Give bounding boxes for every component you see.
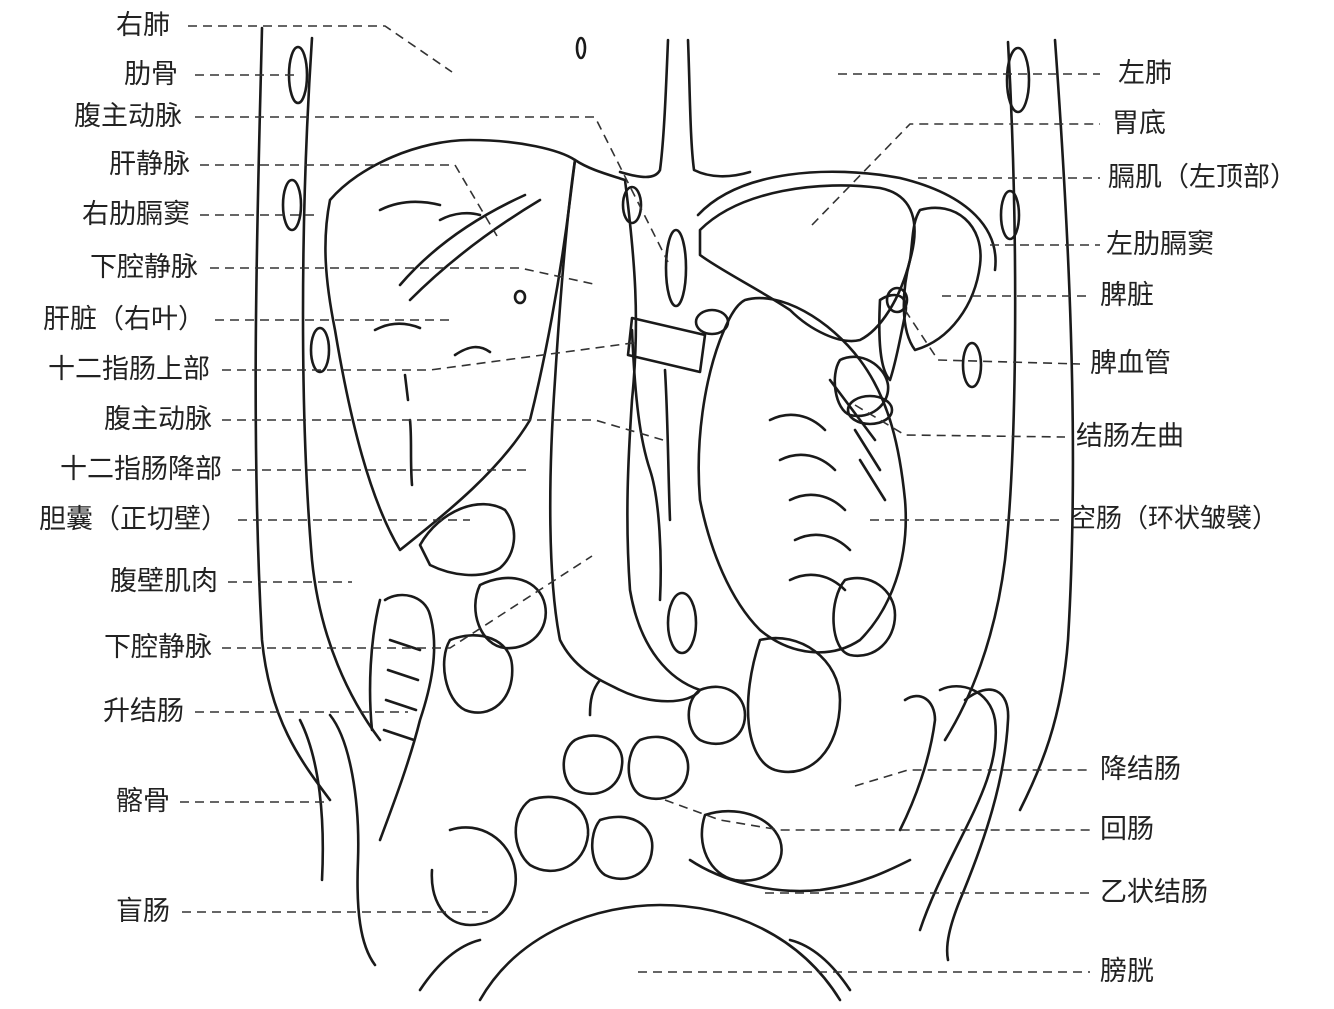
bowel-loop-7 (629, 737, 688, 799)
label-left-colic-flexure: 结肠左曲 (1076, 423, 1184, 450)
leader-inferior-vena-cava-upper (210, 268, 598, 285)
leader-right-lung (188, 26, 452, 72)
small-vessel-top (577, 38, 585, 58)
label-sigmoid-colon: 乙状结肠 (1100, 879, 1208, 906)
label-abdominal-aorta-upper: 腹主动脉 (30, 103, 182, 130)
aorta-trunk (632, 330, 670, 600)
leader-abdominal-aorta-upper (195, 117, 668, 262)
label-rib: 肋骨 (60, 61, 178, 88)
ivc-column (550, 160, 700, 701)
aorta-lower (668, 593, 696, 653)
label-duodenum-superior-part: 十二指肠上部 (4, 356, 210, 383)
label-diaphragm-left-dome: 膈肌（左顶部） (1108, 164, 1297, 191)
leader-descending-colon (855, 770, 1090, 786)
label-inferior-vena-cava-lower: 下腔静脉 (60, 634, 212, 661)
label-abdominal-aorta-lower: 腹主动脉 (40, 406, 212, 433)
ivc-lower-spur (590, 680, 600, 715)
cecum-region (432, 827, 516, 925)
mediastinum (620, 40, 750, 177)
label-gastric-fundus: 胃底 (1112, 110, 1166, 137)
label-gallbladder: 胆囊（正切壁） (4, 506, 228, 533)
descending-colon-inner (900, 696, 935, 830)
leader-duodenum-superior-part (222, 342, 640, 370)
label-ascending-colon: 升结肠 (60, 698, 184, 725)
rib-left-2 (1001, 191, 1019, 239)
aorta-small (623, 187, 641, 223)
label-liver-right-lobe: 肝脏（右叶） (10, 306, 205, 333)
liver-vessel-3 (380, 202, 440, 210)
rib-right-3 (311, 328, 329, 372)
label-ilium: 髂骨 (60, 788, 170, 815)
label-abdominal-wall-muscle: 腹壁肌肉 (60, 568, 218, 595)
bowel-loop-9 (592, 817, 652, 879)
bowel-loop-6 (564, 736, 622, 794)
label-bladder: 膀胱 (1100, 958, 1154, 985)
ascending-colon (370, 595, 434, 840)
label-descending-colon: 降结肠 (1100, 756, 1181, 783)
jejunum-mass (699, 298, 906, 652)
liver-small-dot (515, 291, 525, 303)
label-cecum: 盲肠 (60, 898, 170, 925)
ascending-colon-haustra (384, 640, 420, 740)
sigmoid-colon (690, 860, 910, 891)
pelvic-floor (420, 940, 850, 990)
ileum-loop (702, 811, 782, 881)
leader-ileum (665, 800, 1090, 830)
label-ileum: 回肠 (1100, 816, 1154, 843)
label-inferior-vena-cava-upper: 下腔静脉 (40, 254, 198, 281)
label-left-lung: 左肺 (1118, 60, 1172, 87)
aorta-upper (666, 230, 686, 306)
bowel-loop-4 (748, 638, 840, 772)
left-colic-flexure (835, 357, 888, 416)
liver-vessel-5 (375, 324, 420, 330)
ilium-right (300, 715, 375, 965)
gallbladder-outline (420, 504, 514, 575)
stomach-fundus (700, 185, 915, 341)
ilium-left (947, 690, 1008, 960)
body-wall-right-inner (303, 38, 380, 740)
leader-abdominal-aorta-lower (222, 420, 663, 440)
label-left-costodiaphragmatic-recess: 左肋膈窦 (1106, 231, 1214, 258)
bowel-loop-8 (516, 797, 588, 871)
bladder (480, 905, 840, 1000)
leader-inferior-vena-cava-lower (222, 556, 592, 648)
bowel-loop-3 (689, 687, 745, 744)
label-right-lung: 右肺 (60, 12, 170, 39)
bowel-loop-5 (834, 578, 895, 656)
label-splenic-vessels: 脾血管 (1090, 350, 1171, 377)
liver-vessel-6 (455, 347, 490, 355)
rib-right-2 (283, 180, 301, 230)
jejunum-folds-1 (770, 415, 850, 590)
liver-vessel-7 (405, 375, 412, 485)
splenic-vessels (879, 295, 906, 380)
label-duodenum-descending-part: 十二指肠降部 (12, 456, 222, 483)
rib-left-3 (963, 343, 981, 387)
body-wall-left-outer (1020, 40, 1073, 810)
body-wall-right-outer (256, 28, 330, 800)
leader-splenic-vessels (905, 310, 1080, 364)
label-right-costodiaphragmatic-recess: 右肋膈窦 (40, 201, 190, 228)
leader-gastric-fundus (812, 124, 1100, 225)
body-wall-left-inner (945, 42, 1015, 740)
label-jejunum: 空肠（环状皱襞） (1070, 506, 1278, 532)
duodenum-superior-bar (628, 318, 705, 372)
label-hepatic-vein: 肝静脉 (40, 151, 190, 178)
liver-hepatic-vein-1 (400, 195, 525, 285)
leader-hepatic-vein (200, 165, 497, 236)
label-spleen: 脾脏 (1100, 282, 1154, 309)
liver-vessel-4 (440, 213, 480, 220)
